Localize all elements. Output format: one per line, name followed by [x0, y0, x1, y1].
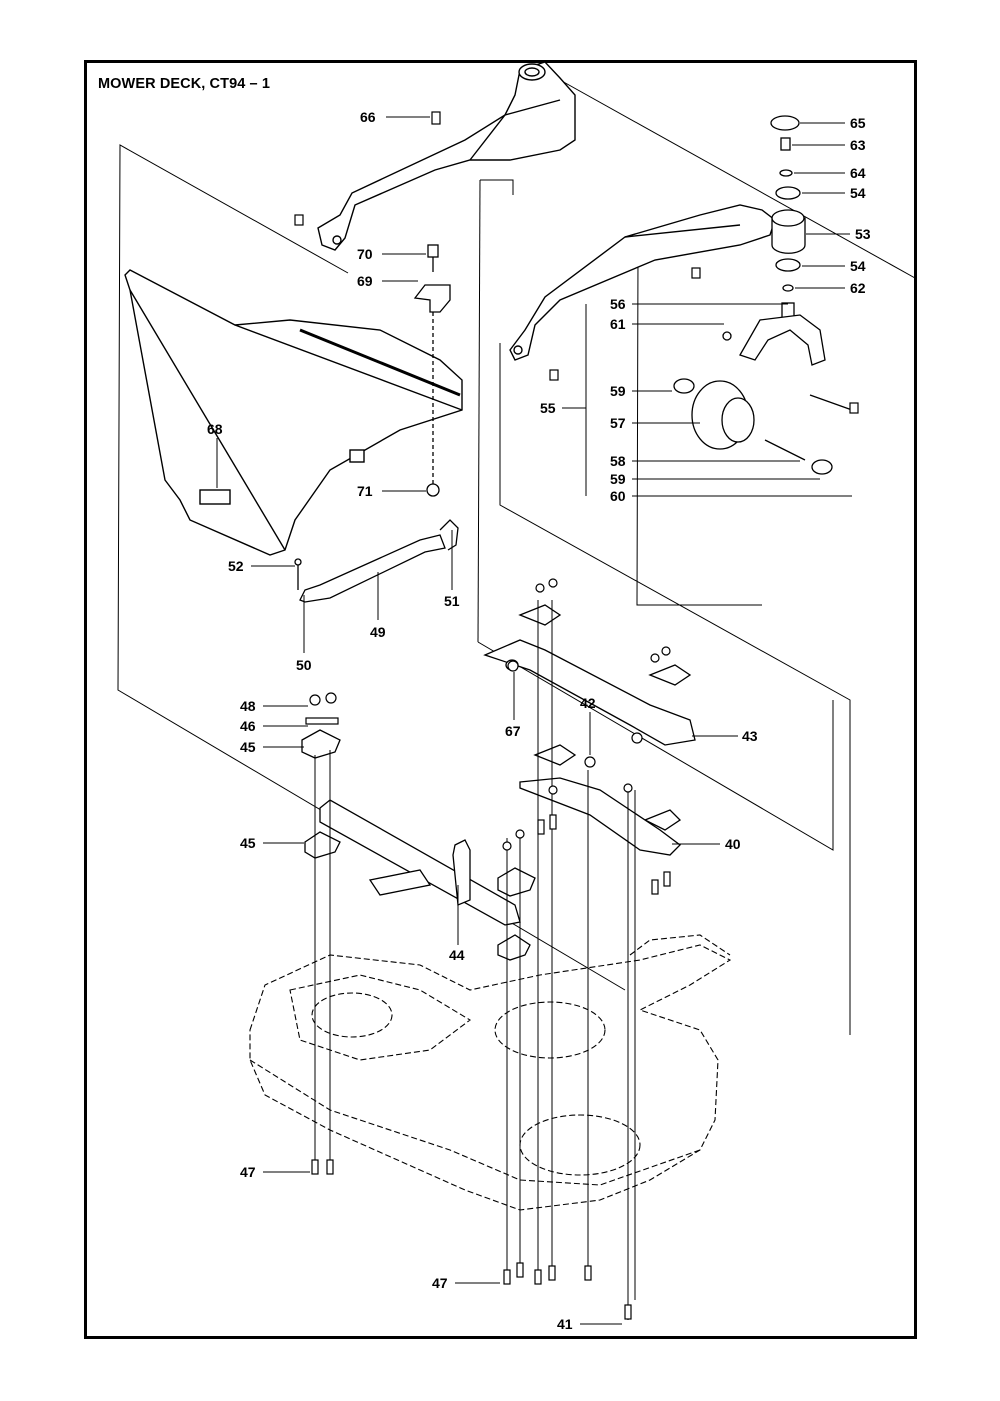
callout-47: 47	[240, 1164, 256, 1180]
callout-56: 56	[610, 296, 626, 312]
callout-53: 53	[855, 226, 871, 242]
callout-62: 62	[850, 280, 866, 296]
linkage-rod	[294, 519, 459, 603]
callout-69: 69	[357, 273, 373, 289]
callout-43: 43	[742, 728, 758, 744]
callout-71: 71	[357, 483, 373, 499]
callout-68: 68	[207, 421, 223, 437]
callout-40: 40	[725, 836, 741, 852]
callout-59b: 59	[610, 471, 626, 487]
front-shaft	[301, 729, 681, 961]
callout-46: 46	[240, 718, 256, 734]
callout-67: 67	[505, 723, 521, 739]
callout-45: 45	[240, 739, 256, 755]
caster-assembly	[673, 115, 853, 475]
callout-52: 52	[228, 558, 244, 574]
hardware-parts	[294, 111, 859, 1320]
lift-arm-left	[317, 61, 576, 251]
callout-41: 41	[557, 1316, 573, 1332]
callout-66: 66	[360, 109, 376, 125]
callout-labels: 66 70 69 68 71 52 49 51 50 65 63 64 54 5…	[207, 109, 871, 1332]
leader-lines	[216, 116, 852, 1325]
page-title: MOWER DECK, CT94 – 1	[98, 76, 270, 92]
callout-70: 70	[357, 246, 373, 262]
callout-45b: 45	[240, 835, 256, 851]
lift-arm-right	[509, 204, 776, 361]
callout-61: 61	[610, 316, 626, 332]
callout-48: 48	[240, 698, 256, 714]
callout-51: 51	[444, 593, 460, 609]
callout-60: 60	[610, 488, 626, 504]
mower-deck	[249, 934, 732, 1211]
callout-57: 57	[610, 415, 626, 431]
callout-59: 59	[610, 383, 626, 399]
callout-42: 42	[580, 695, 596, 711]
vertical-bolts	[314, 600, 636, 1320]
callout-50: 50	[296, 657, 312, 673]
drawing-frame	[84, 60, 917, 1339]
callout-44: 44	[449, 947, 465, 963]
front-frame	[124, 269, 463, 556]
bracket-69	[413, 244, 451, 497]
callout-58: 58	[610, 453, 626, 469]
callout-49: 49	[370, 624, 386, 640]
callout-65: 65	[850, 115, 866, 131]
callout-55: 55	[540, 400, 556, 416]
callout-64: 64	[850, 165, 866, 181]
callout-54b: 54	[850, 258, 866, 274]
callout-47b: 47	[432, 1275, 448, 1291]
callout-54: 54	[850, 185, 866, 201]
callout-63: 63	[850, 137, 866, 153]
